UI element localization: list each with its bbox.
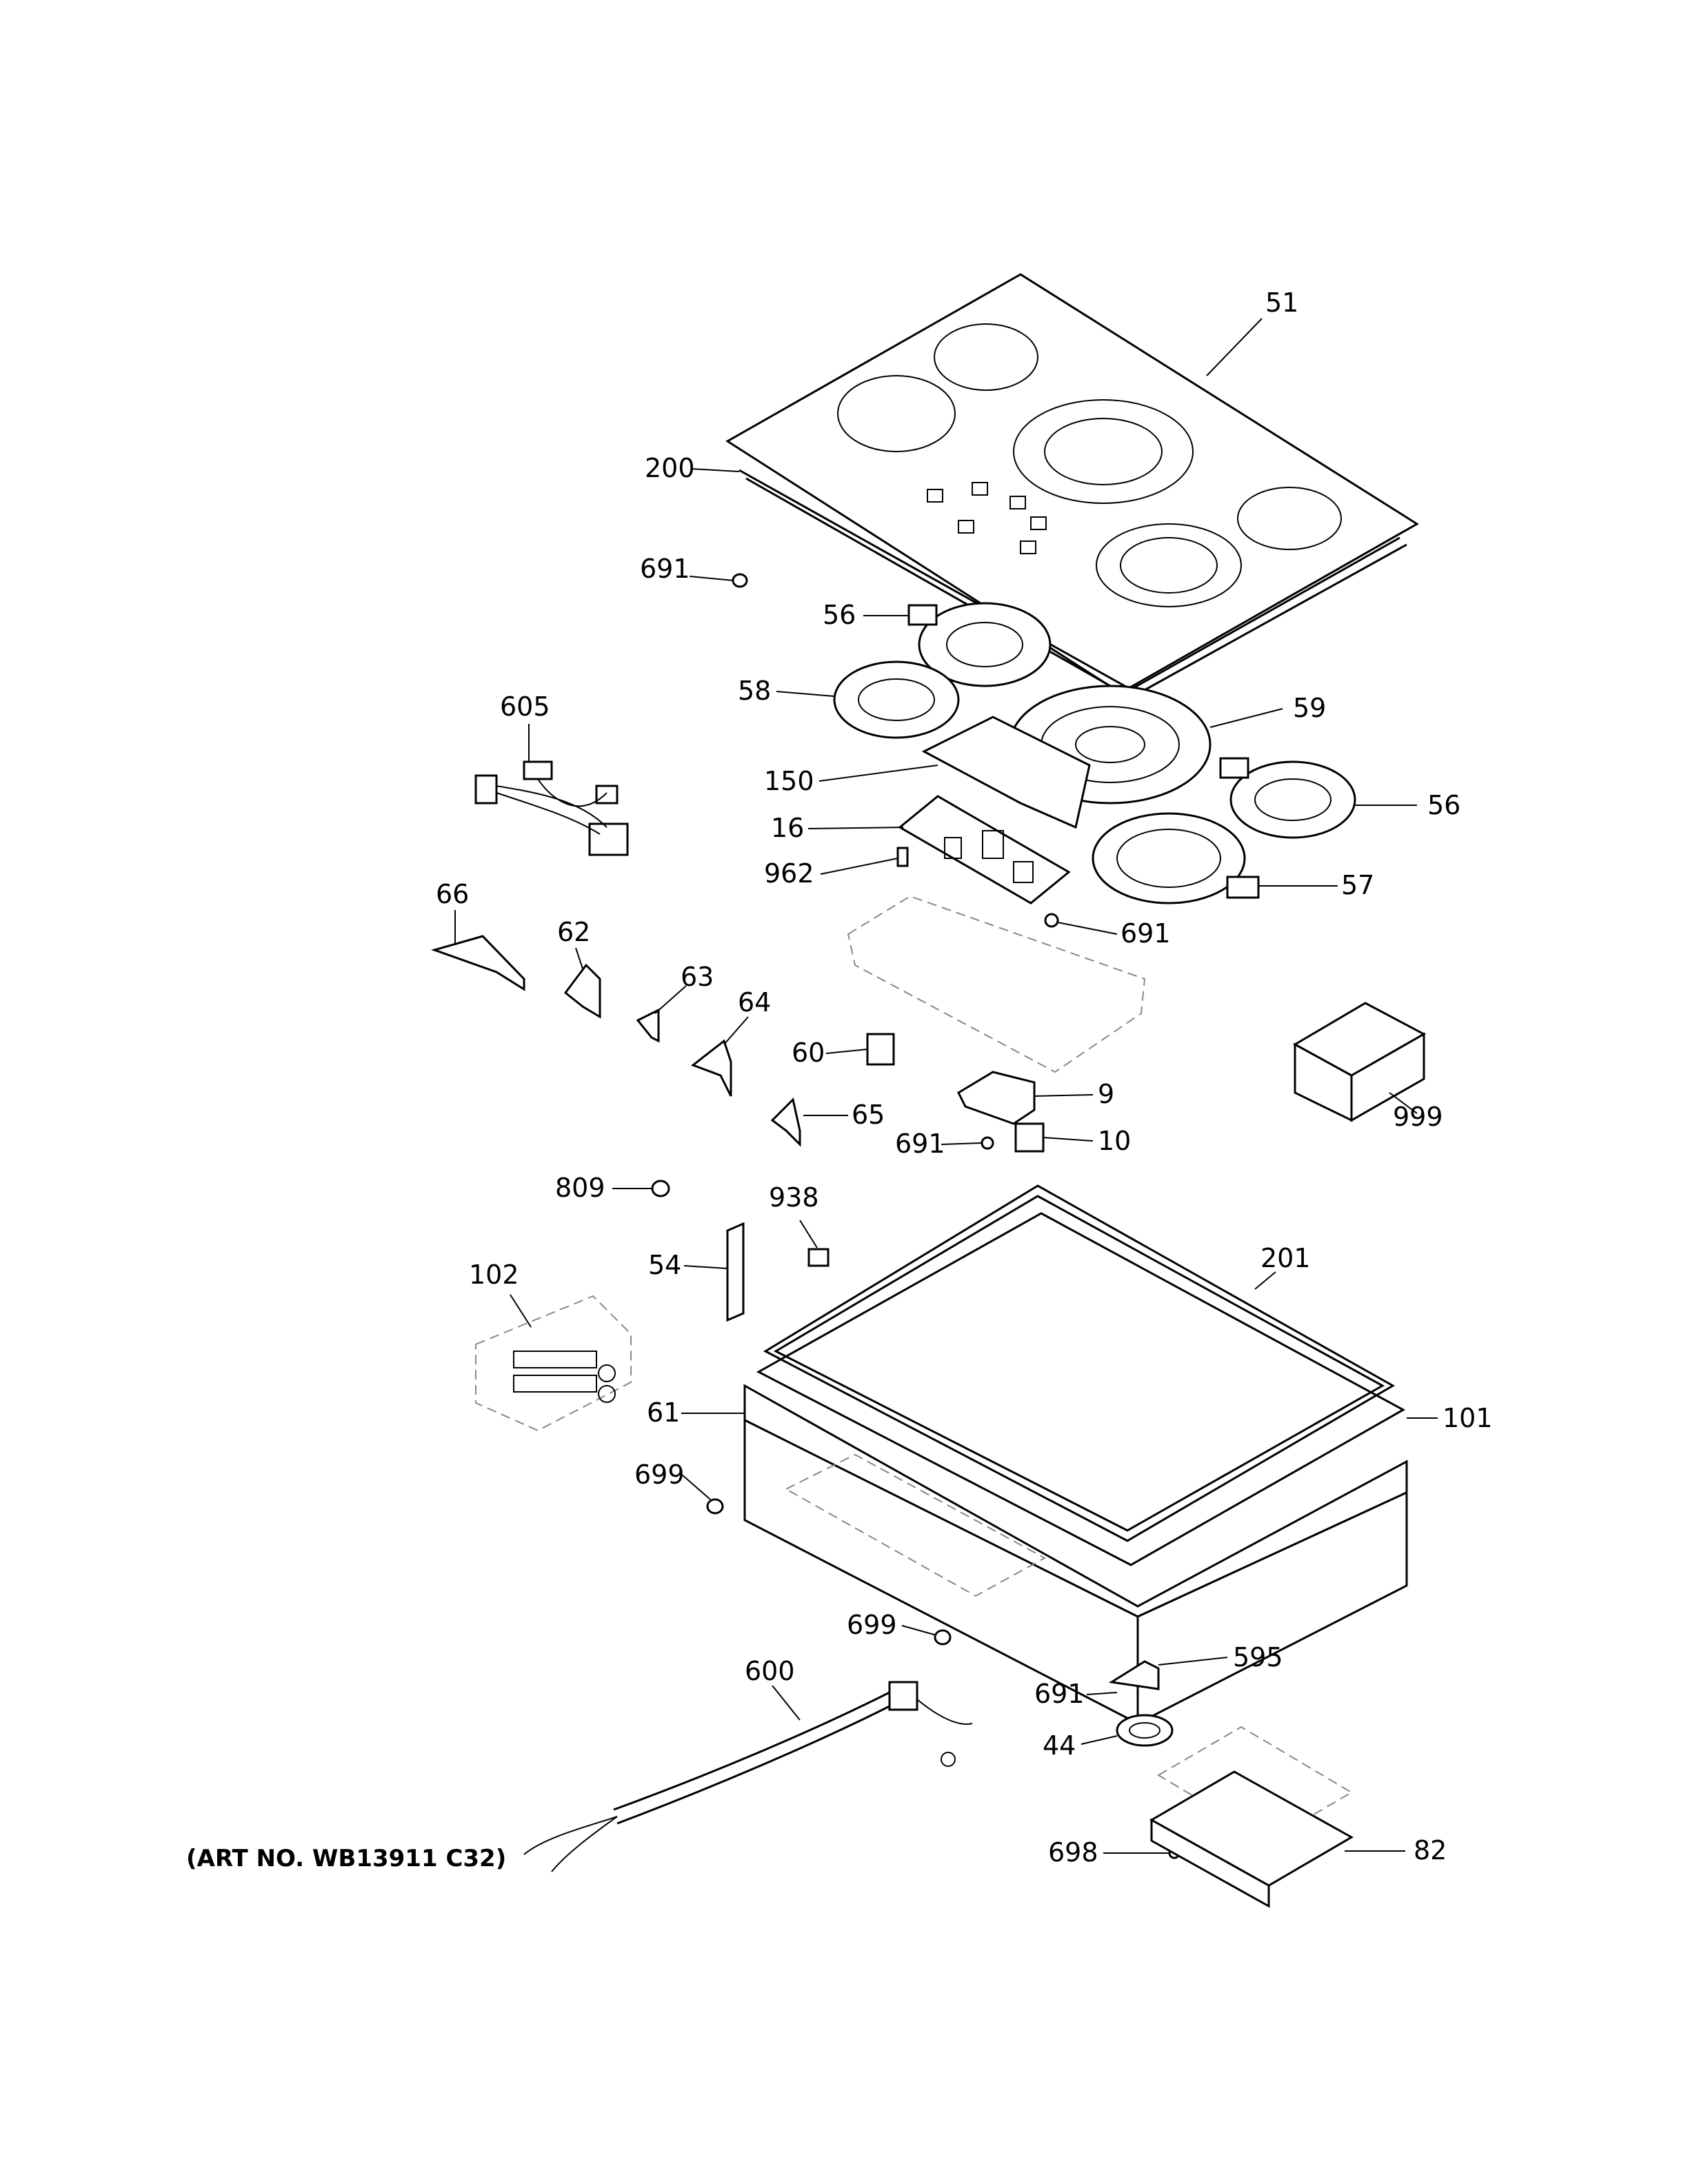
callout-58: 58 [738,676,771,706]
part-82-switch-assembly[interactable] [1149,1726,1354,1908]
callout-605: 605 [500,691,550,722]
leader-lines [454,318,1438,1854]
callout-200: 200 [645,453,695,483]
part-101-frame[interactable] [756,1212,1406,1566]
part-150-bracket[interactable] [921,716,1091,829]
callout-56: 56 [1427,790,1460,820]
callout-9: 9 [1098,1079,1114,1109]
callout-699: 699 [847,1610,897,1640]
callout-201: 201 [1260,1243,1311,1273]
callout-595: 595 [1233,1642,1283,1672]
callout-56: 56 [823,600,856,630]
callout-691: 691 [1034,1679,1085,1709]
callout-101: 101 [1443,1403,1493,1433]
callout-82: 82 [1414,1835,1447,1866]
part-63-bracket[interactable] [636,1008,660,1043]
part-9-terminal-block[interactable] [957,1071,1036,1125]
part-10-cover[interactable] [1014,1122,1045,1153]
part-65-bracket[interactable] [770,1098,801,1147]
callout-691: 691 [640,554,690,584]
callout-16: 16 [771,813,804,843]
part-605-wire-harness[interactable] [474,760,629,856]
part-962-spacer[interactable] [896,847,909,867]
callout-699: 699 [634,1459,685,1490]
callout-62: 62 [557,917,590,947]
callout-61: 61 [647,1397,680,1428]
part-64-bracket[interactable] [690,1039,732,1097]
callout-962: 962 [764,858,814,889]
ghost-underside [784,1453,1047,1597]
callout-65: 65 [852,1100,885,1130]
part-999-carton[interactable] [1292,1002,1427,1122]
callout-59: 59 [1293,693,1326,723]
ghost-tray [847,895,1146,1073]
part-938-clip[interactable] [807,1248,830,1267]
part-102-terminal-kit[interactable] [475,1295,632,1432]
part-600-power-cord[interactable] [523,1681,973,1872]
part-16-control-board[interactable] [898,795,1071,904]
part-54-strip[interactable] [726,1222,745,1322]
part-60-clip[interactable] [866,1033,895,1066]
part-201-gasket[interactable] [763,1184,1396,1542]
part-66-bracket[interactable] [431,935,525,991]
art-number: (ART NO. WB13911 C32) [186,1845,506,1872]
part-58-radiant-element-left[interactable] [833,660,960,739]
callout-64: 64 [738,987,771,1018]
part-56-radiant-element-right[interactable] [1219,757,1356,839]
screw-691-mid[interactable] [1044,913,1059,928]
callout-999: 999 [1393,1102,1443,1132]
callout-691: 691 [895,1129,945,1159]
callout-809: 809 [555,1173,605,1203]
callout-698: 698 [1048,1837,1098,1868]
callout-938: 938 [769,1182,819,1213]
screw-699-lower[interactable] [934,1629,952,1646]
part-595-bracket[interactable] [1108,1660,1160,1690]
part-61-burner-box[interactable] [743,1384,1408,1726]
screw-809[interactable] [651,1180,670,1197]
screw-691-lower[interactable] [981,1136,994,1150]
callout-102: 102 [469,1260,519,1290]
callout-63: 63 [681,962,714,992]
callout-51: 51 [1265,287,1298,318]
callout-60: 60 [792,1038,825,1068]
part-44-grommet[interactable] [1116,1714,1174,1747]
callout-66: 66 [436,879,469,909]
part-57-radiant-element-front[interactable] [1092,812,1260,904]
callout-10: 10 [1098,1126,1131,1156]
callout-44: 44 [1043,1730,1076,1761]
callout-150: 150 [764,766,814,796]
part-62-bracket[interactable] [563,963,601,1019]
screw-699-upper[interactable] [706,1498,724,1515]
callout-57: 57 [1341,870,1374,900]
screw-691-top[interactable] [732,573,748,588]
callout-54: 54 [648,1250,681,1280]
callout-600: 600 [745,1656,795,1686]
callout-691: 691 [1121,918,1171,949]
callout-labels: 51 200 691 56 58 59 605 150 56 16 962 57… [436,287,1493,1868]
